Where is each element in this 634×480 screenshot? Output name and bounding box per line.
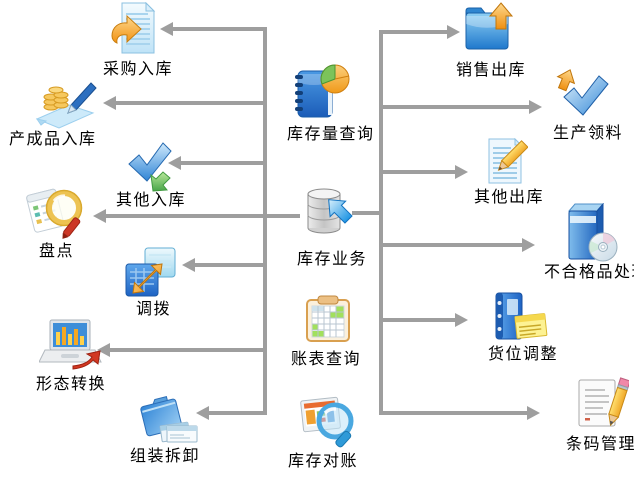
connector-other-outbound	[383, 170, 455, 174]
inventory-business-label: 库存业务	[297, 251, 368, 268]
inventory-business-icon[interactable]	[302, 187, 358, 237]
inventory-qty-query-icon[interactable]	[292, 63, 352, 119]
connector-assembly-disassembly	[209, 411, 267, 415]
transfer-icon[interactable]	[125, 247, 177, 297]
transfer-label: 调拨	[136, 301, 172, 318]
report-query-label: 账表查询	[291, 351, 362, 368]
production-requisition-icon[interactable]	[552, 68, 610, 118]
connector-other-inbound	[181, 161, 267, 165]
arrowhead-production-requisition	[529, 100, 542, 114]
arrowhead-other-inbound	[168, 156, 181, 170]
location-adjustment-label: 货位调整	[488, 346, 559, 363]
production-requisition-label: 生产领料	[553, 125, 624, 142]
other-outbound-label: 其他出库	[474, 189, 545, 206]
barcode-management-icon[interactable]	[575, 376, 629, 428]
arrowhead-other-outbound	[455, 165, 468, 179]
other-inbound-label: 其他入库	[116, 192, 187, 209]
right-trunk-line	[379, 30, 383, 415]
connector-defective-processing	[383, 243, 522, 247]
connector-sales-outbound	[379, 30, 447, 34]
inventory-qty-query-label: 库存量查询	[287, 126, 375, 143]
form-conversion-label: 形态转换	[36, 376, 107, 393]
assembly-disassembly-icon[interactable]	[137, 392, 201, 444]
connector-stock-count-center	[106, 214, 300, 218]
arrowhead-assembly-disassembly	[196, 406, 209, 420]
finished-goods-inbound-icon[interactable]	[35, 81, 97, 129]
report-query-icon[interactable]	[303, 295, 353, 343]
other-outbound-icon[interactable]	[482, 138, 528, 184]
assembly-disassembly-label: 组装拆卸	[130, 448, 201, 465]
stock-count-label: 盘点	[39, 243, 75, 260]
location-adjustment-icon[interactable]	[488, 291, 548, 341]
arrowhead-barcode-management	[527, 406, 540, 420]
arrowhead-finished-goods-inbound	[103, 96, 116, 110]
purchase-inbound-icon[interactable]	[110, 2, 158, 54]
connector-transfer	[195, 263, 267, 267]
sales-outbound-label: 销售出库	[456, 62, 527, 79]
barcode-management-label: 条码管理	[566, 436, 634, 453]
connector-form-conversion	[110, 348, 267, 352]
connector-location-adjustment	[383, 318, 455, 322]
defective-processing-label: 不合格品处理	[544, 264, 634, 281]
finished-goods-inbound-label: 产成品入库	[9, 131, 97, 148]
sales-outbound-icon[interactable]	[461, 2, 517, 54]
arrowhead-defective-processing	[522, 238, 535, 252]
left-trunk-line	[263, 27, 267, 415]
arrowhead-sales-outbound	[447, 25, 460, 39]
connector-purchase-inbound	[173, 27, 267, 31]
arrowhead-form-conversion	[97, 343, 110, 357]
purchase-inbound-label: 采购入库	[103, 61, 174, 78]
connector-finished-goods-inbound	[116, 101, 265, 105]
connector-production-requisition	[383, 105, 529, 109]
arrowhead-stock-count	[93, 209, 106, 223]
arrowhead-purchase-inbound	[160, 22, 173, 36]
stock-count-icon[interactable]	[22, 186, 92, 242]
form-conversion-icon[interactable]	[39, 318, 103, 372]
arrowhead-transfer	[182, 258, 195, 272]
connector-center-right	[352, 211, 383, 215]
inventory-reconciliation-label: 库存对账	[288, 453, 359, 470]
defective-processing-icon[interactable]	[563, 203, 619, 265]
other-inbound-icon[interactable]	[125, 140, 173, 193]
arrowhead-location-adjustment	[455, 313, 468, 327]
connector-barcode-management	[379, 411, 527, 415]
inventory-reconciliation-icon[interactable]	[297, 394, 357, 448]
